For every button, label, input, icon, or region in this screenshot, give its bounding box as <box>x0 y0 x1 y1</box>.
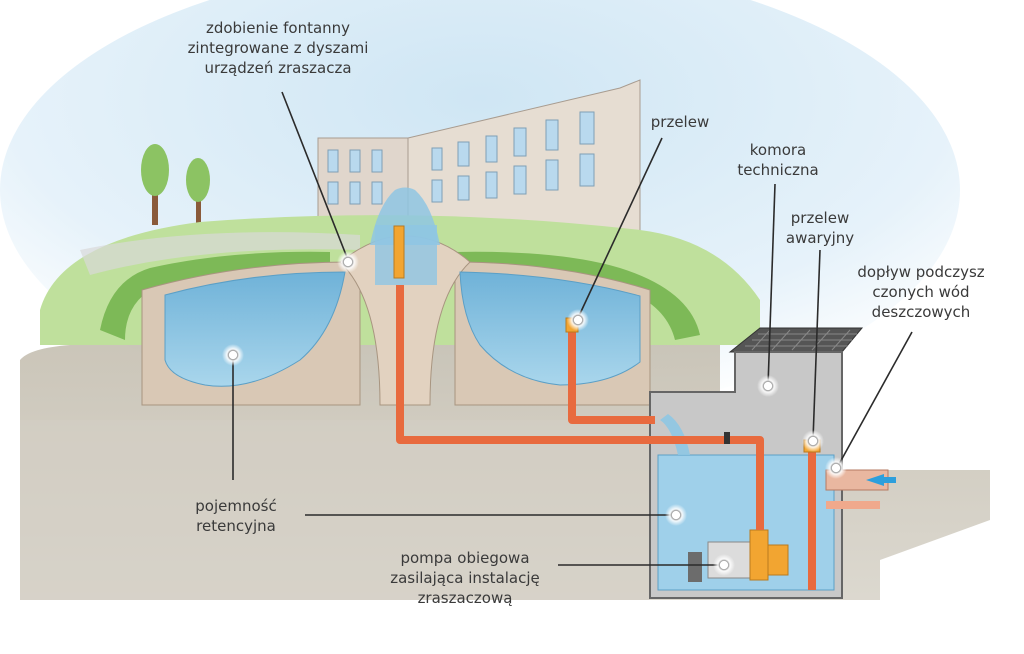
label-line: zdobienie fontanny <box>205 19 351 37</box>
label-line: urządzeń zraszacza <box>204 59 352 77</box>
label-overflow: przelew <box>640 112 720 132</box>
label-emergency-overflow: przelew awaryjny <box>780 208 860 248</box>
inflow-arrow-icon <box>866 474 896 486</box>
label-inflow: dopływ podczysz czonych wód deszczowych <box>848 262 994 322</box>
label-line: przelew <box>650 113 710 131</box>
callout-dots <box>222 251 847 576</box>
label-line: pompa obiegowa <box>400 549 530 567</box>
leader-fountain <box>281 91 349 261</box>
label-line: komora <box>749 141 807 159</box>
label-technical-chamber: komora techniczna <box>728 140 828 180</box>
label-line: przelew <box>790 209 850 227</box>
label-line: deszczowych <box>871 303 971 321</box>
label-line: czonych wód <box>872 283 970 301</box>
label-line: techniczna <box>737 161 819 179</box>
hedge-right <box>455 251 700 340</box>
label-fountain: zdobienie fontanny zintegrowane z dyszam… <box>160 18 396 78</box>
trees <box>141 144 210 225</box>
leader-inflow <box>837 331 913 467</box>
label-line: dopływ podczysz <box>857 263 985 281</box>
path <box>80 232 360 275</box>
label-line: zraszaczową <box>417 589 513 607</box>
label-line: pojemność <box>195 497 277 515</box>
hedge-left <box>100 251 330 340</box>
valve <box>724 432 730 444</box>
label-circulation-pump: pompa obiegowa zasilająca instalację zra… <box>380 548 550 608</box>
leader-overflow <box>577 137 663 319</box>
leader-lines <box>232 91 913 566</box>
label-retention-capacity: pojemność retencyjna <box>178 496 294 536</box>
label-line: zasilająca instalację <box>390 569 540 587</box>
leader-chamber <box>767 183 776 387</box>
background-building <box>317 79 641 236</box>
label-line: awaryjny <box>785 229 855 247</box>
retention-basin <box>141 235 651 406</box>
leader-emergency <box>812 249 821 441</box>
label-line: zintegrowane z dyszami <box>187 39 369 57</box>
supply-pipe <box>396 285 816 590</box>
fountain-spray <box>370 187 440 285</box>
label-line: retencyjna <box>196 517 276 535</box>
